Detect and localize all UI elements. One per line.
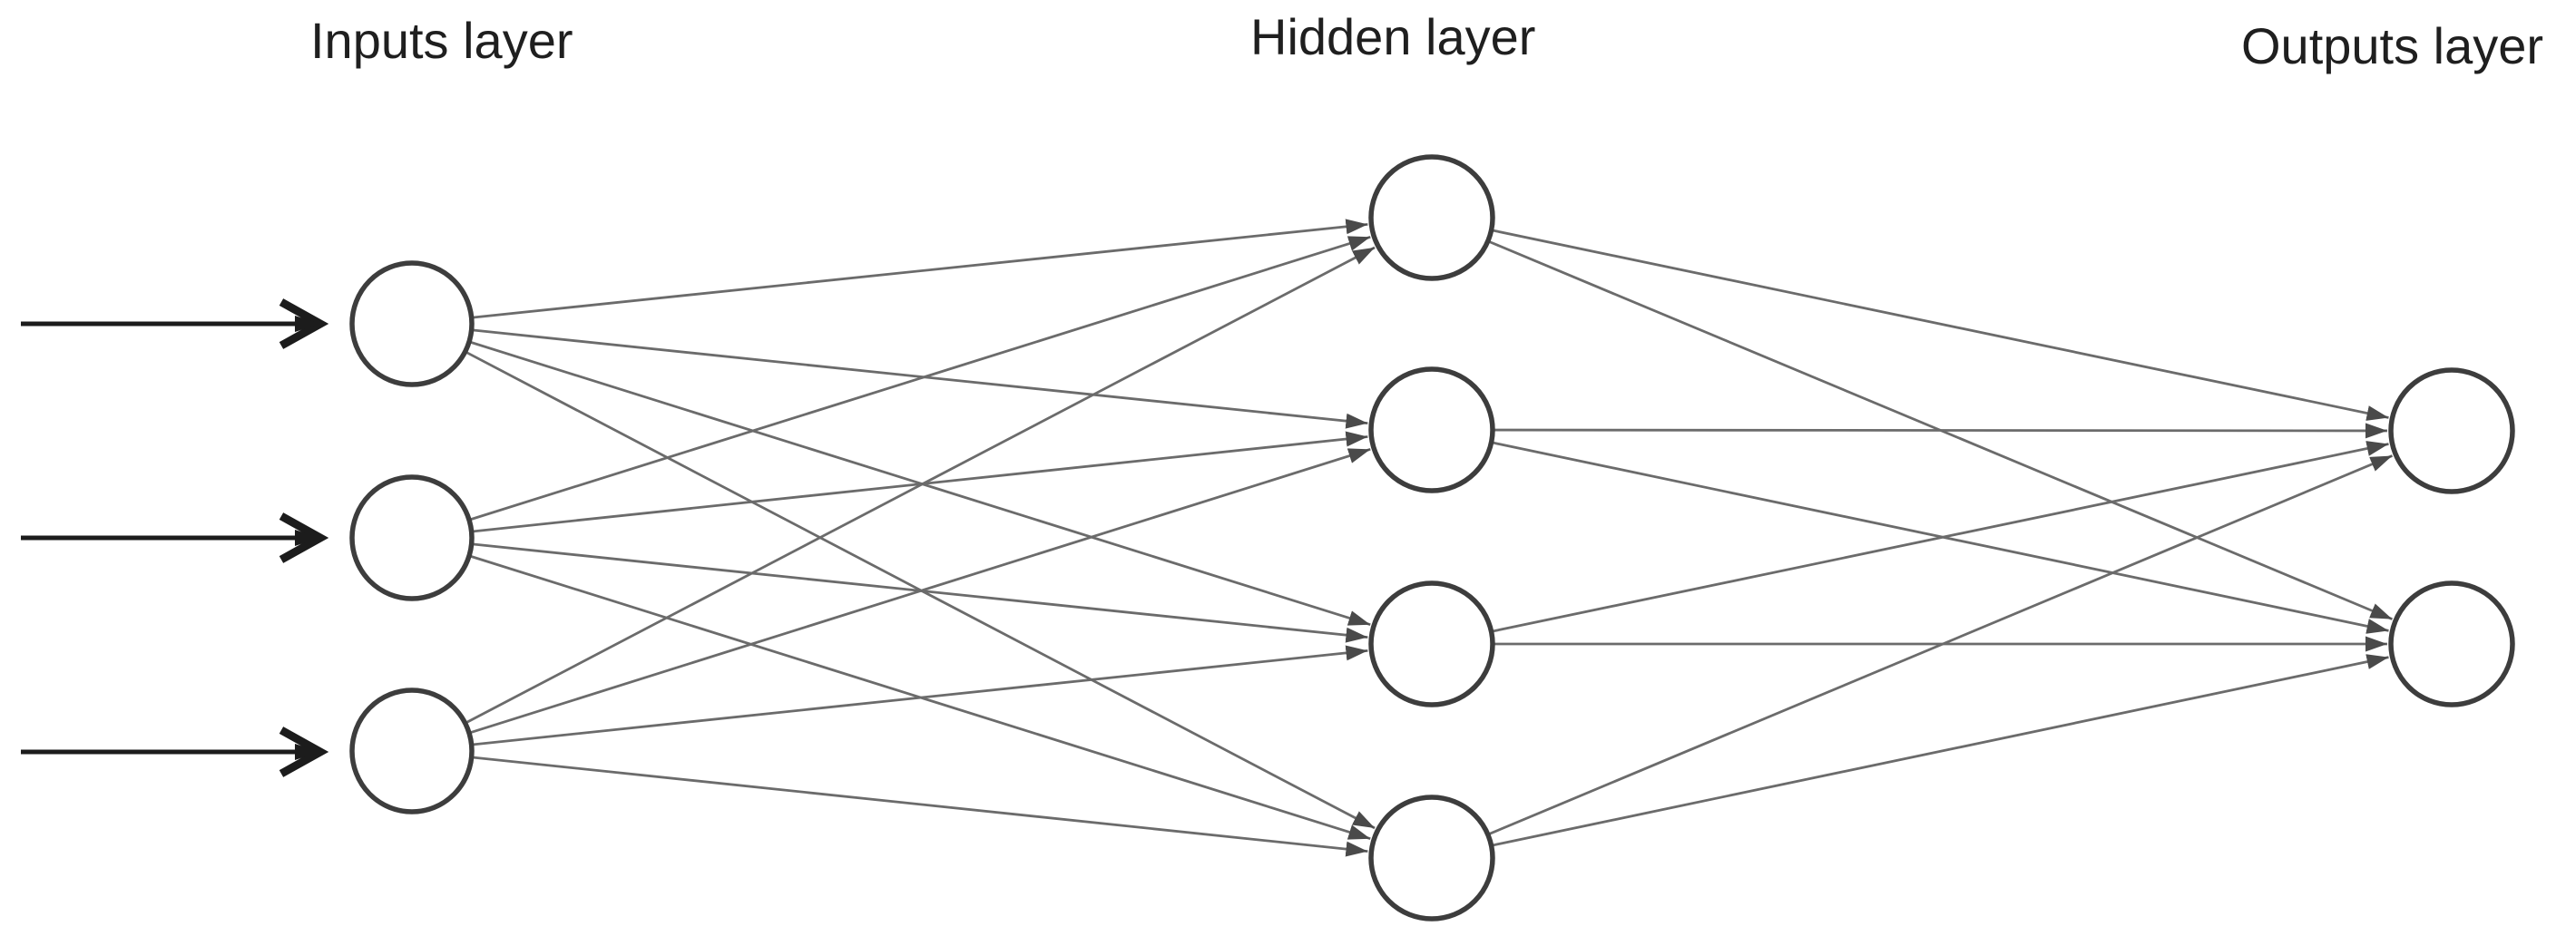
hidden-node-1 xyxy=(1368,154,1495,281)
input-arrow-2 xyxy=(21,512,329,563)
layer-label-hidden: Hidden layer xyxy=(1250,8,1536,65)
input-arrow-3 xyxy=(21,727,329,777)
connection-h1-o1 xyxy=(1493,229,2389,421)
input-node-2 xyxy=(349,474,475,601)
output-node-1 xyxy=(2388,367,2515,494)
input-arrows-group xyxy=(21,298,329,777)
connections-group xyxy=(465,219,2394,857)
nodes-group xyxy=(349,154,2515,922)
input-arrowhead-tip xyxy=(295,316,320,332)
connection-i2-h1 xyxy=(470,235,1371,521)
input-node-1 xyxy=(349,260,475,387)
layer-label-outputs: Outputs layer xyxy=(2241,17,2544,74)
hidden-node-4 xyxy=(1368,795,1495,922)
output-node-2 xyxy=(2388,580,2515,707)
connection-i3-h3 xyxy=(473,645,1368,746)
input-node-3 xyxy=(349,688,475,814)
input-arrowhead-tip xyxy=(295,530,320,546)
connection-i3-h4 xyxy=(473,756,1368,857)
hidden-node-3 xyxy=(1368,580,1495,707)
connection-i3-h1 xyxy=(465,246,1376,724)
connection-i3-h2 xyxy=(470,447,1371,734)
connection-i1-h1 xyxy=(473,219,1368,319)
input-arrowhead-tip xyxy=(295,744,320,760)
connection-h2-o1 xyxy=(1494,423,2388,439)
input-arrow-1 xyxy=(21,298,329,349)
connection-h4-o1 xyxy=(1489,454,2394,835)
connection-i1-h2 xyxy=(473,328,1368,429)
layer-label-inputs: Inputs layer xyxy=(310,12,573,69)
connection-h3-o1 xyxy=(1493,441,2389,633)
connection-h4-o2 xyxy=(1493,654,2389,847)
hidden-node-2 xyxy=(1368,366,1495,493)
